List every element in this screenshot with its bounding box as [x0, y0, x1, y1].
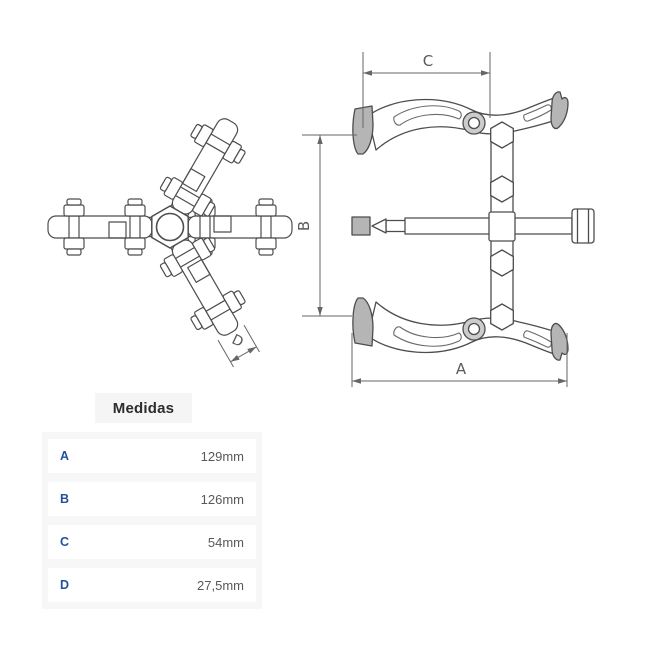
- dimension-a: A: [351, 333, 568, 387]
- dimension-c-label: C: [423, 52, 433, 70]
- puller-arm: [352, 91, 569, 155]
- measurement-row-d: D 27,5mm: [48, 568, 256, 602]
- spindle-shaft-right: [512, 217, 573, 235]
- measurement-label: C: [60, 535, 70, 549]
- jaw-tip-right: [550, 91, 569, 130]
- arm-slot-left: [393, 105, 462, 126]
- measurement-label: A: [60, 449, 70, 463]
- spindle-shaft-left: [404, 217, 492, 235]
- dimension-a-label: A: [456, 360, 467, 378]
- dimension-d-label: D: [229, 332, 246, 351]
- spindle-tip: [351, 216, 371, 236]
- measurement-value: 54mm: [207, 534, 244, 550]
- spindle-shaft-narrow: [385, 219, 408, 233]
- hex-nut-lower: [490, 249, 514, 277]
- center-hole: [155, 212, 185, 242]
- top-view-arm-left: [47, 198, 157, 256]
- hex-nut-upper: [490, 175, 514, 203]
- spindle-hex-head: [571, 208, 595, 244]
- spindle-cone: [371, 218, 387, 234]
- measurement-label: B: [60, 492, 70, 506]
- side-view: [351, 91, 595, 361]
- arm-strap: [187, 215, 293, 239]
- measurement-row-a: A 129mm: [48, 439, 256, 473]
- measurement-row-c: C 54mm: [48, 525, 256, 559]
- hex-nut-bottom-pivot: [490, 303, 514, 331]
- bolt: [255, 198, 277, 256]
- puller-drawing-svg: C B A: [47, 52, 595, 387]
- measurement-value: 27,5mm: [197, 577, 244, 593]
- top-view: D: [47, 106, 293, 368]
- arm-boss-hole: [467, 116, 481, 130]
- dimension-c: C: [362, 52, 491, 128]
- arm-strap-detail: [213, 215, 232, 233]
- measurement-value: 129mm: [200, 448, 244, 464]
- puller-arm-bottom: [352, 297, 569, 361]
- measurement-value: 126mm: [200, 491, 244, 507]
- hex-nut-top-pivot: [490, 121, 514, 149]
- measurement-row-b: B 126mm: [48, 482, 256, 516]
- measurements-table: A 129mm B 126mm C 54mm D 27,5mm: [42, 432, 262, 609]
- jaw-tip-left: [352, 105, 374, 155]
- dimensions: C B A: [295, 52, 568, 387]
- spindle: [351, 208, 595, 244]
- dimension-b-label: B: [295, 221, 313, 231]
- measurements-title: Medidas: [95, 393, 192, 423]
- dimension-b: B: [295, 134, 357, 317]
- spindle-cross-block: [488, 211, 516, 242]
- technical-drawing: C B A: [47, 52, 595, 387]
- measurement-label: D: [60, 578, 70, 592]
